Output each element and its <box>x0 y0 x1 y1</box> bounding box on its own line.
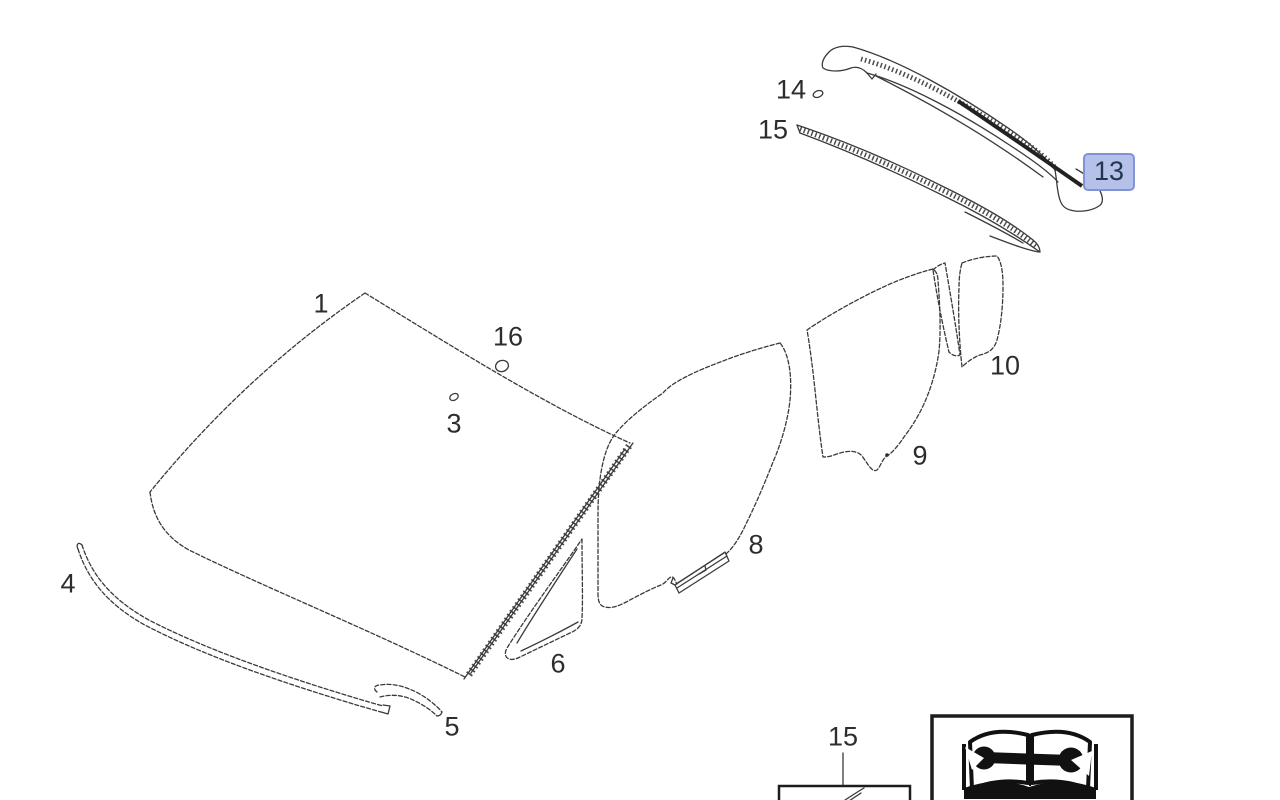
part-label-10[interactable]: 10 <box>989 350 1021 381</box>
front-door-glass-outline <box>597 342 792 609</box>
lower-molding-outline <box>76 542 391 715</box>
windshield-clip-3-shape <box>449 392 459 402</box>
rear-door-glass-clip-dot <box>885 453 889 457</box>
part-label-6[interactable]: 6 <box>550 648 566 679</box>
part-label-14[interactable]: 14 <box>775 74 807 105</box>
part-label-15-bottom[interactable]: 15 <box>827 721 859 752</box>
part-label-5[interactable]: 5 <box>444 711 460 742</box>
part-reference-box <box>777 752 912 800</box>
part-label-15-top[interactable]: 15 <box>757 114 789 145</box>
part-label-1[interactable]: 1 <box>313 288 329 319</box>
manual-reference-box <box>930 714 1134 800</box>
roof-drip-molding-outline <box>796 124 1041 253</box>
part-label-16[interactable]: 16 <box>492 321 524 352</box>
rear-quarter-glass-outline <box>957 255 1004 368</box>
roof-rail-molding-outline <box>821 45 1104 212</box>
quarter-glass-divider-strip <box>932 262 961 357</box>
open-book-wrench-icon <box>962 729 1098 799</box>
front-vent-glass-outline <box>504 538 584 661</box>
part-label-9[interactable]: 9 <box>912 440 928 471</box>
molding-clip-14-shape <box>812 89 824 99</box>
rear-door-glass-outline <box>806 268 941 472</box>
part-label-3[interactable]: 3 <box>446 408 462 439</box>
part-label-4[interactable]: 4 <box>60 568 76 599</box>
windshield-glass-outline <box>149 292 634 680</box>
windshield-clip-16-shape <box>494 359 510 373</box>
molding-end-piece-outline <box>373 683 443 717</box>
part-label-13-highlighted[interactable]: 13 <box>1082 153 1136 191</box>
part-label-8[interactable]: 8 <box>748 529 764 560</box>
